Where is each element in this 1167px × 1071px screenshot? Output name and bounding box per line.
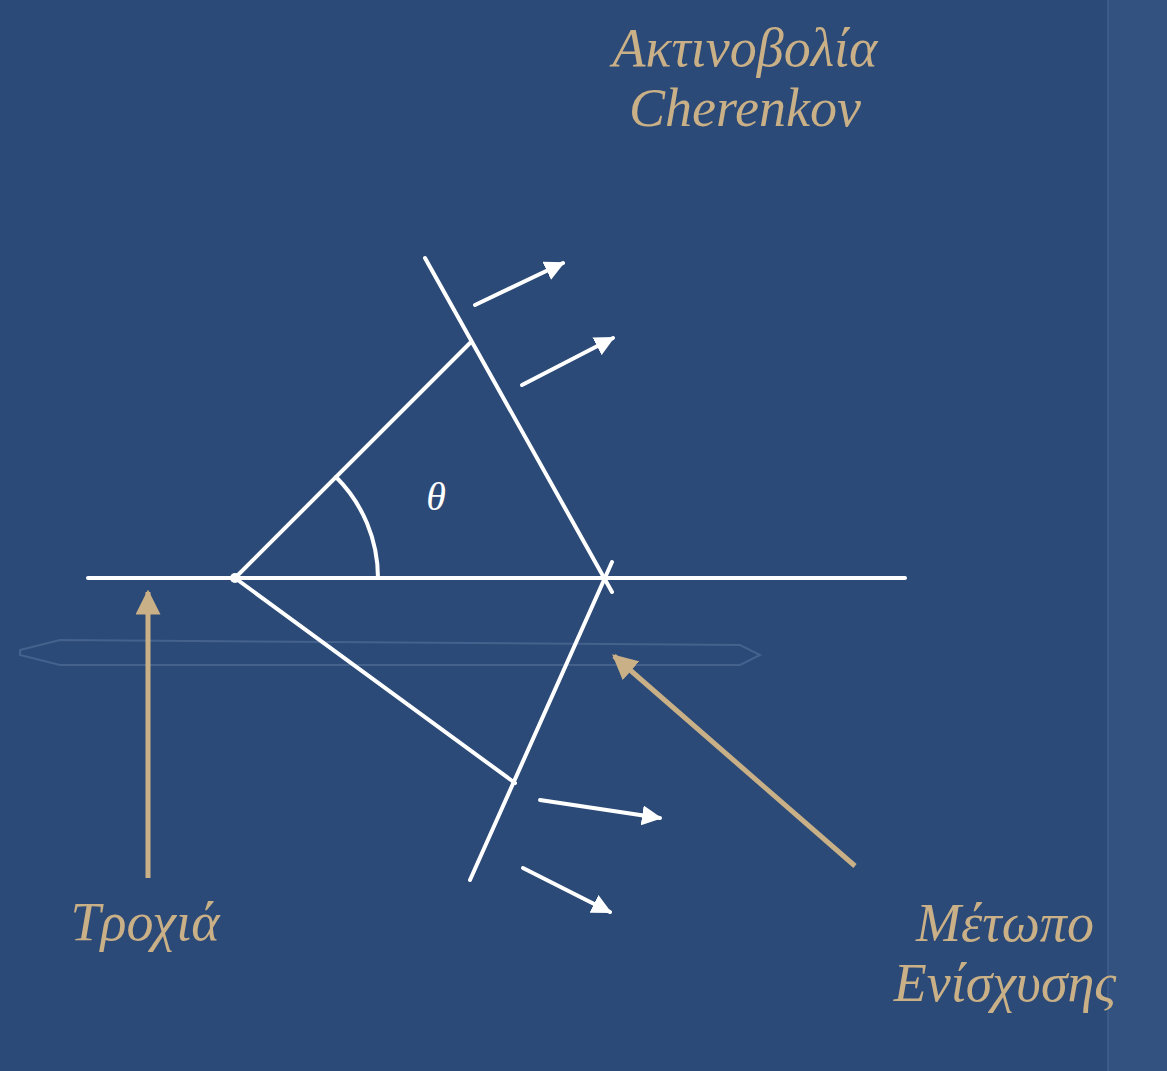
trajectory-label: Τροχιά [15, 892, 275, 952]
wavefront-lower [470, 562, 612, 880]
apex-dot [230, 573, 240, 583]
side-panel [1108, 0, 1167, 1071]
leader-arrow [614, 656, 855, 866]
radiation-arrow [475, 263, 563, 305]
radiation-arrow [522, 338, 613, 385]
ornament [20, 640, 760, 665]
wavefront-label: Μέτωπο Ενίσχυσης [855, 893, 1155, 1014]
angle-label: θ [406, 475, 466, 520]
cone-line-lower [235, 578, 515, 783]
title-label: Ακτινοβολία Cherenkov [585, 18, 905, 139]
radiation-arrow [523, 868, 610, 912]
theta-arc [336, 477, 378, 578]
panel-edge [1107, 0, 1109, 1071]
wavefront-upper [425, 258, 612, 592]
trajectory-line [88, 576, 905, 580]
cone-line-upper [235, 343, 470, 578]
leader-arrow [146, 592, 151, 878]
radiation-arrow [540, 800, 660, 818]
